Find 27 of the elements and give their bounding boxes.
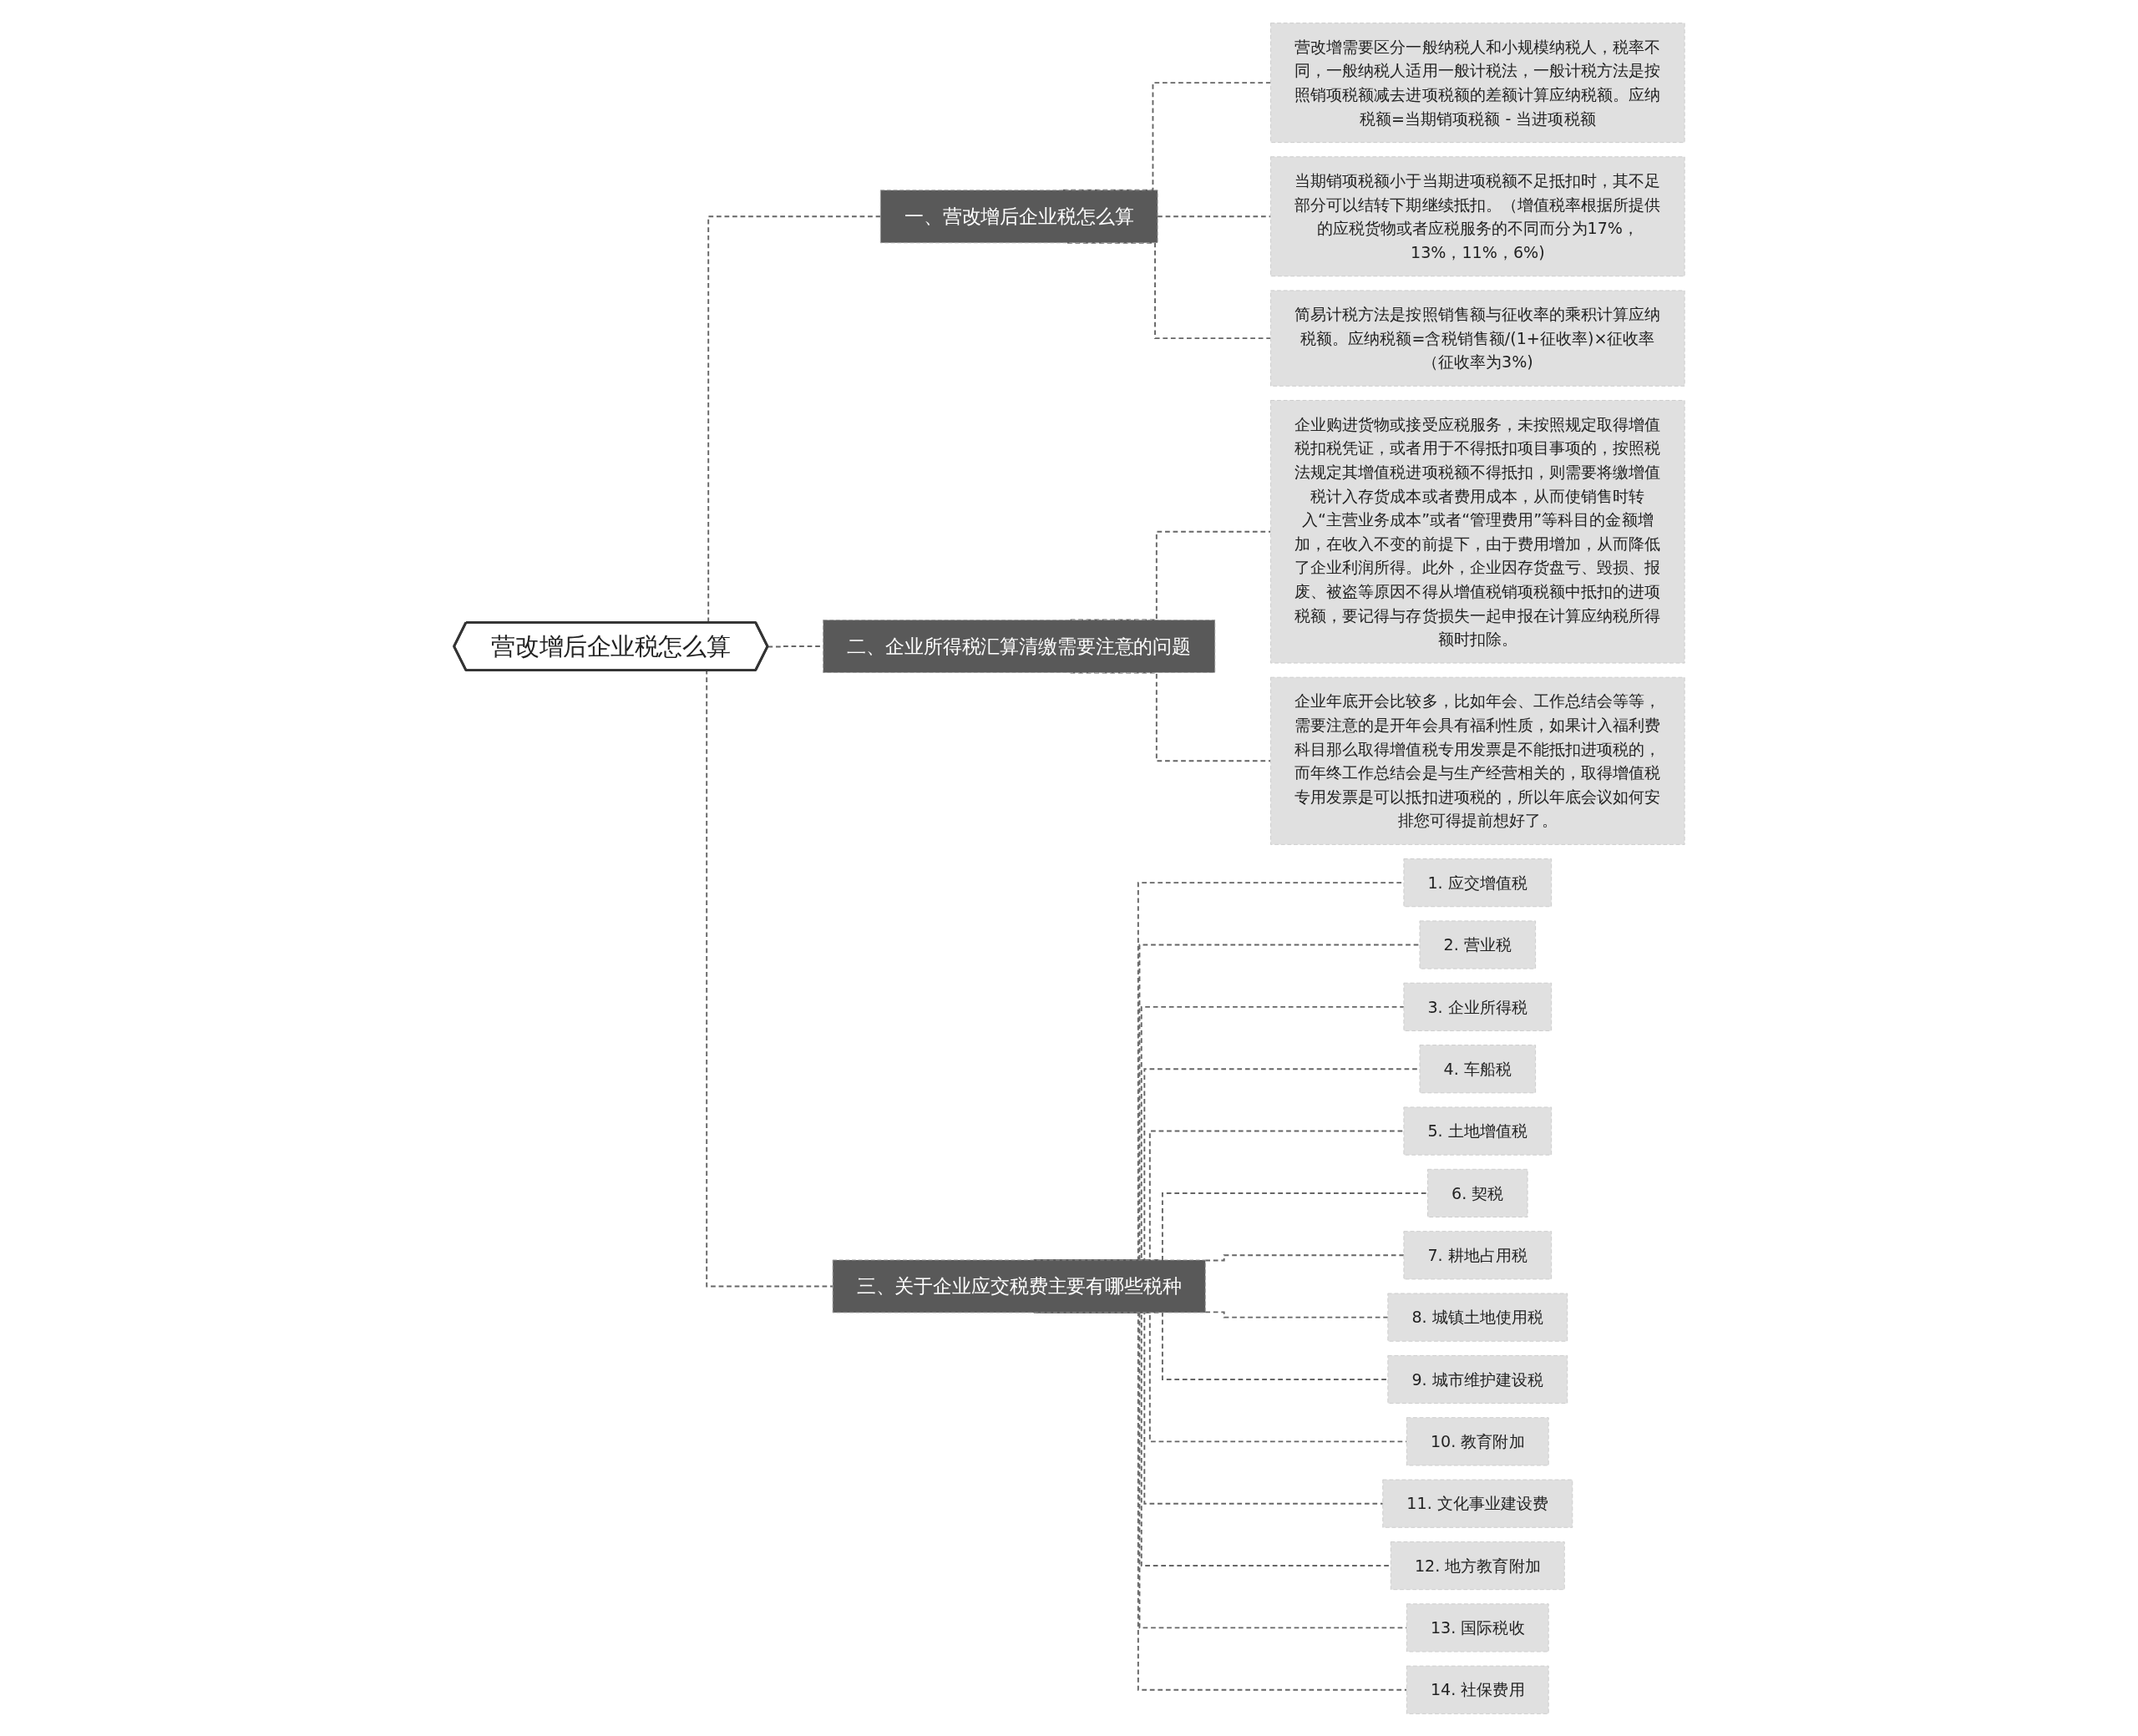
node-box <box>1269 155 1685 276</box>
node-box <box>1406 1416 1549 1465</box>
node-box <box>1419 919 1536 969</box>
node-box <box>1403 982 1552 1031</box>
node-box <box>1419 1044 1536 1093</box>
node-box <box>1403 1230 1552 1279</box>
node-box <box>1386 1293 1568 1342</box>
node-box <box>1269 399 1685 664</box>
connector <box>1156 215 1271 217</box>
node-box <box>1386 1354 1568 1404</box>
node-box <box>1406 1602 1549 1652</box>
connector <box>1069 671 1271 762</box>
node-box <box>1269 289 1685 387</box>
node-box <box>879 189 1158 243</box>
node-box <box>1426 1168 1528 1217</box>
node-box <box>1403 1106 1552 1156</box>
node-box <box>1381 1479 1573 1528</box>
node-box <box>1269 22 1685 143</box>
node-box <box>1390 1541 1565 1590</box>
node-box <box>1269 676 1685 845</box>
node-box <box>1406 1665 1549 1714</box>
node-box <box>1403 858 1552 907</box>
connector <box>1203 1310 1389 1318</box>
node-box <box>822 619 1215 673</box>
node-box <box>832 1259 1206 1313</box>
connector <box>1203 1253 1405 1261</box>
mind-map: 营改增后企业税怎么算 一、营改增后企业税怎么算 营改增需要区分一般纳税人和小规模纳税人，税率不同，一般纳税人适用一般计税法，一般计税方法是按照销项税额减去进项税额的差额计算应纳税额。应纳税额=当期销项税额 - 当进项税额 当期销项税额小于当期进项税额不足抵扣时，其不足部分可以结转下期继续抵扣。（增值税率根据所提供的应税货物或者应税服务的不同而分为17%，13%，11%，6%) 简易计税方法是按照销售额与征收率的乘积计算应纳税额。应纳税额=含税销售额/(1+征收率)×征收率（征收率为3%) 二、企业所得税汇算清缴需要注意的问题 企业购进货物或接受应税服务，未按照规定取得增值税扣税凭证，或者用于不得抵扣项目事项的，按照税法规定其增值税进项税额不得抵扣，则需要将缴增值税计入存货成本或者费用成本，从而使销售时转入“主营业务成本”或者“管理费用”等科目的金额增加，在收入不变的前提下，由于费用增加，从而降低了企业利润所得。此外，企业因存货盘亏、毁损、报废、被盗等原因不得从增值税销项税额中抵扣的进项税额，要记得与存货损失一起申报在计算应纳税所得额时扣除。 企业年底开会比较多，比如年会、工作总结会等等，需要注意的是开年会具有福利性质，如果计入福利费科目那么取得增值税专用发票是不能抵扣进项税的，而年终工作总结会是与生产经营相关的，取得增值税专用发票是可以抵扣进项税的，所以年底会议如何安排您可得提前想好了。 三、关于企业应交税费主要有哪些税种 1. 应交增值税 2. 营业税 3. 企业所得税 4. 车船税 5. 土地增值税 6. 契税 7. 耕地占用税 8. 城镇土地使用税 9. 城市维护建设税 10. 教育附加 11. 文化事业建设费 12. 地方教育附加 13. 国际税收 14. 社保费用 <box>447 16 1691 1720</box>
